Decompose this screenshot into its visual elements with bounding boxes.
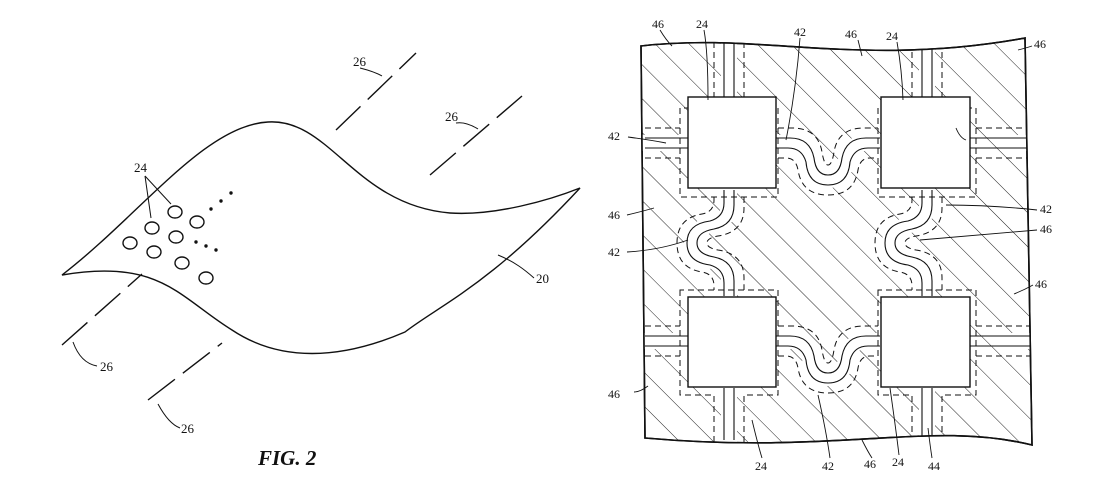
label-24: 24: [134, 160, 148, 175]
component-oval: [168, 206, 182, 218]
label-24: 24: [696, 17, 708, 31]
label-44: 44: [928, 459, 940, 473]
chip-square: [881, 297, 970, 387]
label-46: 46: [652, 17, 664, 31]
label-26: 26: [100, 359, 114, 374]
label-46: 46: [845, 27, 857, 41]
fig2-leaders: [73, 68, 534, 428]
label-24: 24: [755, 459, 767, 473]
label-46: 46: [1034, 37, 1046, 51]
label-46: 46: [864, 457, 876, 471]
label-42: 42: [794, 25, 806, 39]
label-42: 42: [608, 129, 620, 143]
component-oval: [169, 231, 183, 243]
label-46: 46: [608, 387, 620, 401]
label-24: 24: [886, 29, 898, 43]
label-42: 42: [608, 245, 620, 259]
label-20: 20: [536, 271, 549, 286]
flexible-sheet-outline: [62, 122, 580, 354]
component-oval: [199, 272, 213, 284]
label-26: 26: [445, 109, 459, 124]
fold-line-top: [336, 53, 416, 130]
cross-section-panel: [630, 30, 1045, 450]
chip-square: [688, 97, 776, 188]
component-array: [123, 206, 213, 284]
fold-line-bottom: [148, 343, 222, 400]
label-42: 42: [1040, 202, 1052, 216]
component-oval: [123, 237, 137, 249]
component-oval: [147, 246, 161, 258]
figure-caption: FIG. 2: [257, 446, 317, 470]
chip-square: [881, 97, 970, 188]
label-46: 46: [608, 208, 620, 222]
label-42: 42: [822, 459, 834, 473]
label-26: 26: [353, 54, 367, 69]
fig2-drawing: [62, 53, 580, 400]
label-46: 46: [1035, 277, 1047, 291]
component-oval: [190, 216, 204, 228]
fold-line-right: [430, 96, 522, 175]
chip-square: [688, 297, 776, 387]
fold-line-bottom-left: [62, 274, 142, 345]
component-oval: [145, 222, 159, 234]
fig2-labels: 24 20 26 26 26 26: [100, 54, 549, 436]
component-oval: [175, 257, 189, 269]
label-24: 24: [892, 455, 904, 469]
label-46: 46: [1040, 222, 1052, 236]
label-26: 26: [181, 421, 195, 436]
